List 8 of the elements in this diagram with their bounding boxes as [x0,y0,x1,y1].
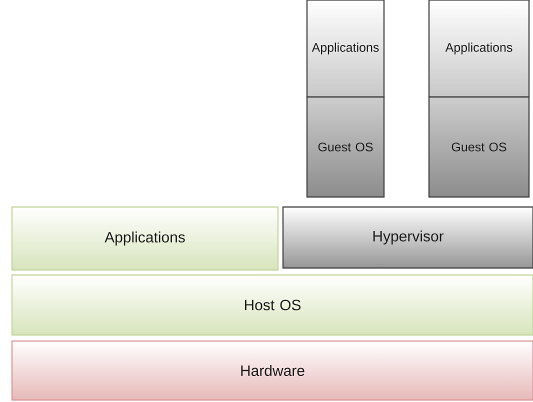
layer-box: Guest OS [428,96,530,198]
layer-box: Hypervisor [282,206,533,269]
layer-box: Hardware [11,340,533,401]
layer-box: Applications [306,0,385,98]
layer-box: Applications [11,206,279,271]
layer-box: Applications [428,0,530,98]
layer-box: Host OS [11,274,533,336]
layer-box: Guest OS [306,96,385,198]
